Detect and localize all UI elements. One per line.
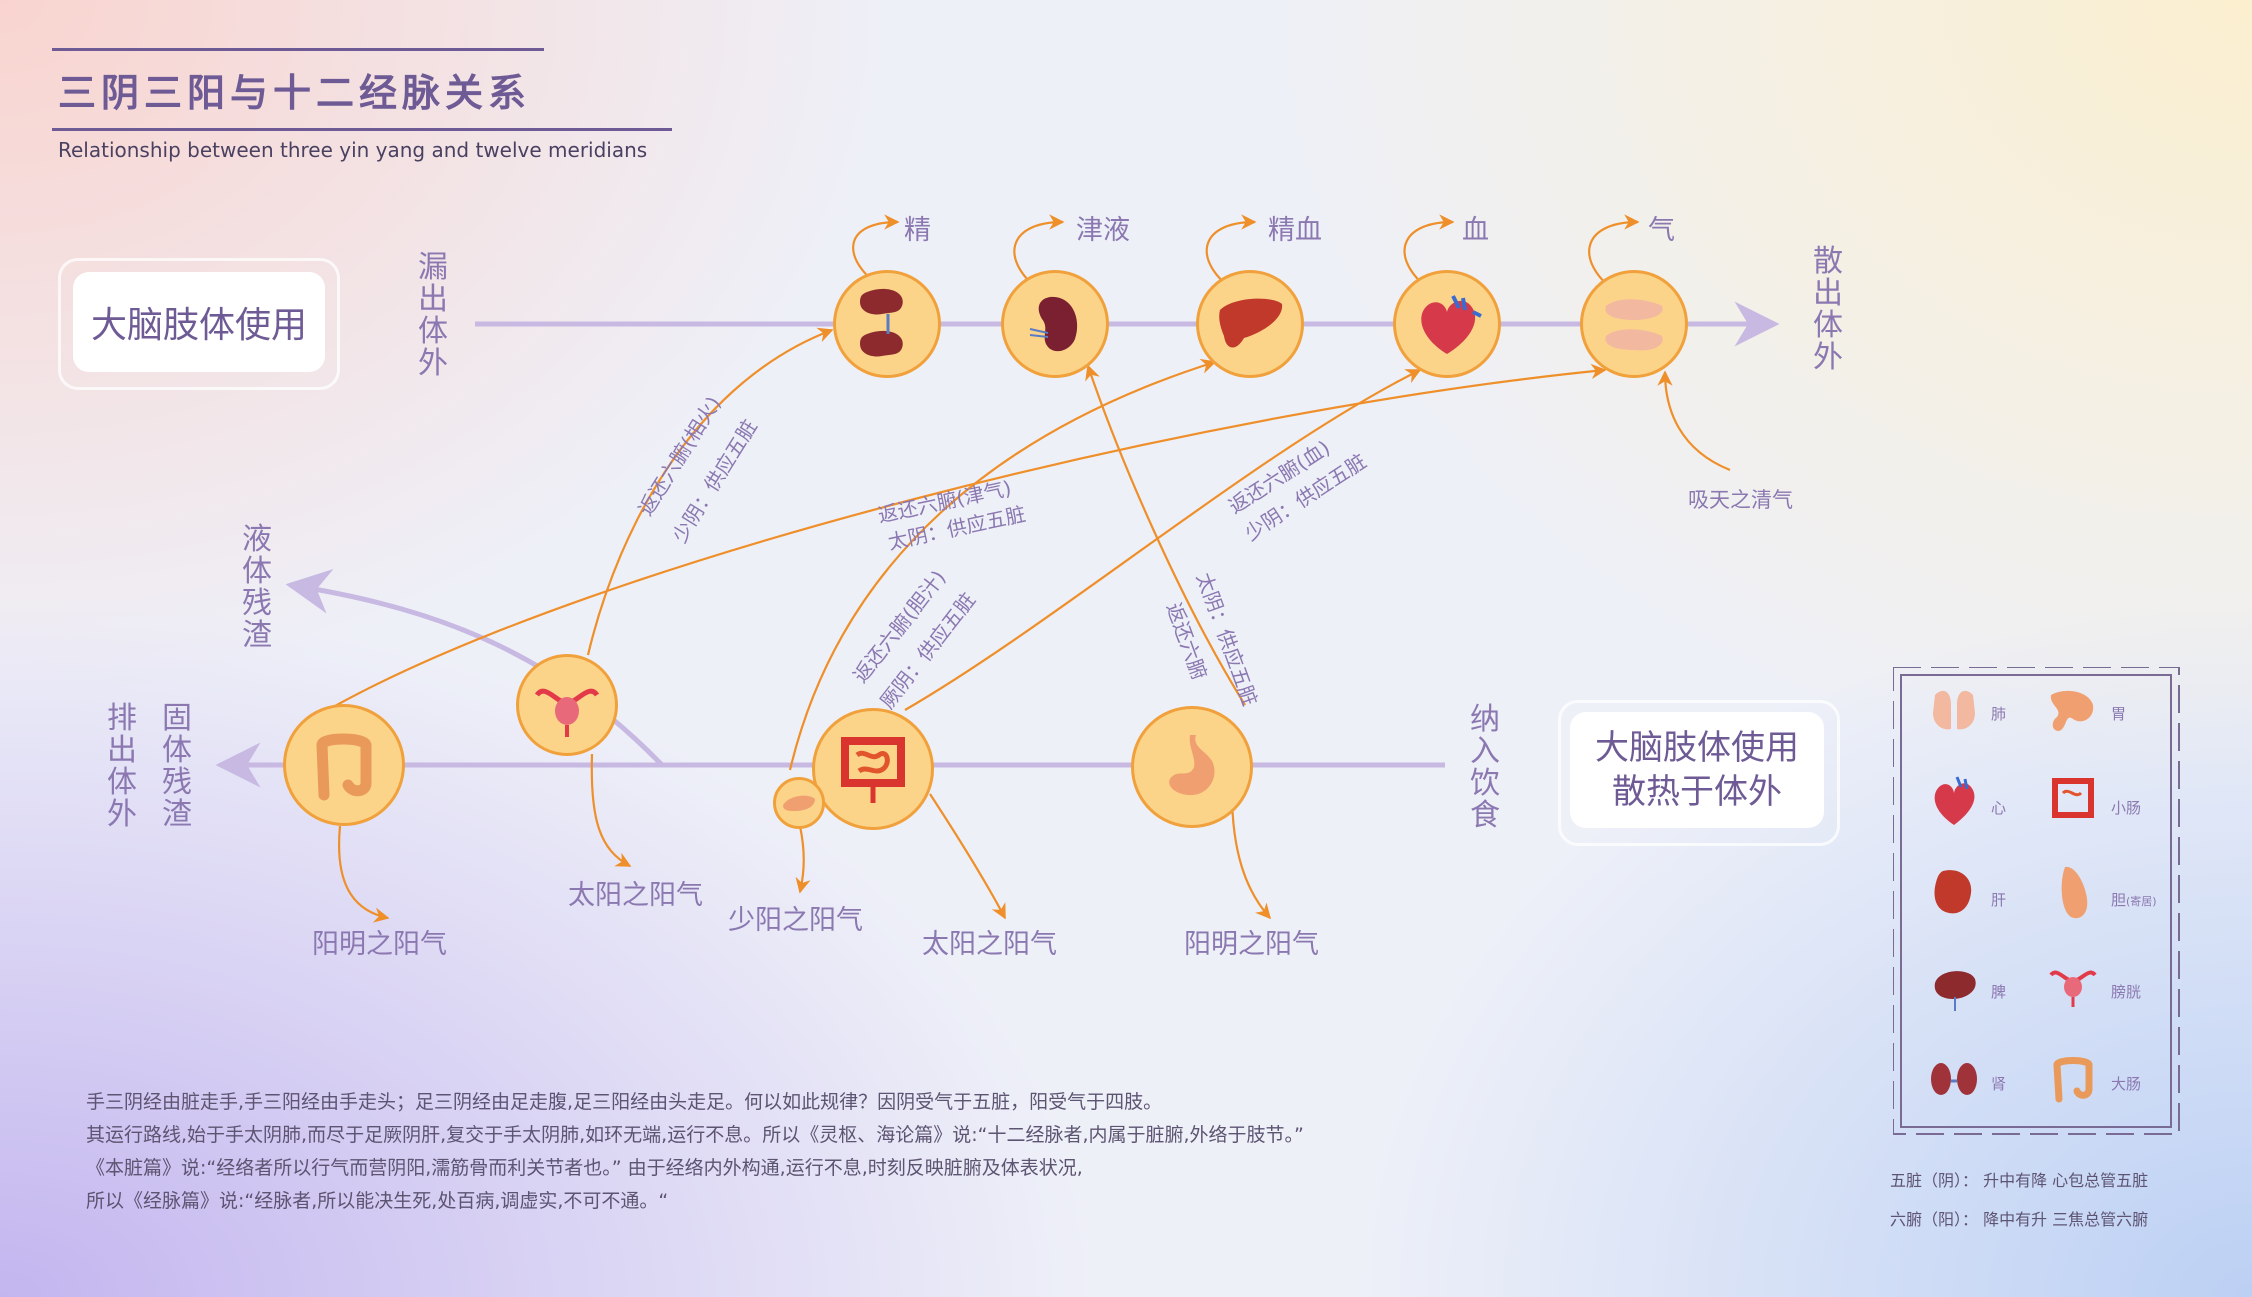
large-intestine-icon	[2053, 1057, 2093, 1103]
small-intestine-icon	[2052, 778, 2094, 818]
label-excrete-out: 排出体外	[107, 701, 137, 832]
page-title: 三阴三阳与十二经脉关系	[58, 71, 532, 115]
title-rule-top	[52, 48, 544, 51]
paragraph-line: 手三阴经由脏走手,手三阳经由手走头；足三阴经由足走腹,足三阳经由头走足。何以如此…	[86, 1091, 1163, 1113]
paragraph-line: 其运行路线,始于手太阴肺,而尽于足厥阴肝,复交于手太阴肺,如环无端,运行不息。所…	[86, 1124, 1304, 1146]
arrow-yangming-left	[338, 825, 390, 923]
spleen-icon	[1029, 296, 1078, 352]
route-small-liver	[788, 358, 1217, 771]
legend-label-lung: 肺	[1991, 705, 2007, 723]
label-yangming-left: 阳明之阳气	[312, 929, 447, 960]
brain-box-left-frame	[58, 258, 340, 390]
paragraph-line: 所以《经脉篇》说:“经脉者,所以能决生死,处百病,调虚实,不可不通。“	[86, 1190, 669, 1212]
organ-heart	[1393, 270, 1501, 378]
brain-box-right-frame	[1558, 700, 1840, 846]
legend-label-liver: 肝	[1991, 891, 2007, 909]
arrow-taiyang-right	[929, 793, 1006, 920]
arrow-taiyang-left	[590, 753, 632, 867]
gallbladder-icon	[2061, 866, 2088, 919]
legend-gallbladder-name: 胆	[2111, 891, 2127, 909]
organ-bladder	[516, 654, 618, 756]
label-intake-food: 纳入饮食	[1470, 702, 1500, 833]
small-intestine-icon	[841, 737, 905, 803]
liver-icon	[1934, 870, 1972, 914]
stomach-icon	[2050, 690, 2094, 731]
route-small-heart	[904, 369, 1422, 711]
lung-icon	[1933, 690, 1975, 730]
label-jingxue: 精血	[1268, 215, 1322, 246]
legend-frame	[1893, 667, 2180, 1135]
label-qi: 气	[1648, 215, 1675, 246]
label-solid-residue: 固体残渣	[162, 701, 192, 832]
organ-large-intestine	[283, 704, 405, 826]
legend-label-large-intestine: 大肠	[2111, 1075, 2142, 1093]
label-yangming-right: 阳明之阳气	[1184, 929, 1319, 960]
liquid-residue-arrow	[285, 569, 664, 767]
liver-icon	[1219, 298, 1283, 348]
kidney-icon	[860, 288, 903, 357]
bladder-icon	[2049, 970, 2097, 1007]
legend-label-spleen: 脾	[1991, 983, 2007, 1001]
label-inhale: 吸天之清气	[1688, 488, 1793, 512]
label-liquid-residue: 液体残渣	[242, 522, 272, 653]
arrow-inhale	[1657, 370, 1731, 472]
label-shaoyang: 少阳之阳气	[728, 905, 863, 936]
heart-icon	[1934, 776, 1975, 825]
legend-note-fu: 六腑（阳）： 降中有升 三焦总管六腑	[1890, 1210, 2149, 1229]
arrow-shaoyang	[795, 825, 811, 894]
organ-lung	[1580, 270, 1688, 378]
stomach-icon	[1169, 735, 1215, 796]
organ-spleen	[1001, 270, 1109, 378]
legend-label-bladder: 膀胱	[2111, 983, 2142, 1001]
legend-label-gallbladder: 胆(寄居)	[2111, 889, 2157, 910]
label-xue: 血	[1462, 215, 1489, 246]
title-rule-bottom	[52, 128, 672, 131]
description-paragraph: 手三阴经由脏走手,手三阳经由手走头；足三阴经由足走腹,足三阳经由头走足。何以如此…	[86, 1086, 1304, 1218]
bladder-icon	[534, 688, 600, 737]
lung-icon	[1605, 299, 1663, 351]
organ-kidney	[833, 270, 941, 378]
route-colon-lung	[334, 363, 1607, 707]
organ-liver	[1196, 270, 1304, 378]
kidney-icon	[1931, 1063, 1977, 1095]
route-stomach-spleen	[1085, 364, 1246, 706]
label-disperse-out: 散出体外	[1813, 244, 1843, 375]
legend-note-zang: 五脏（阴）： 升中有降 心包总管五脏	[1890, 1171, 2149, 1190]
route-bladder-kidney	[586, 327, 834, 656]
page-subtitle: Relationship between three yin yang and …	[58, 138, 648, 162]
legend-label-kidney: 肾	[1991, 1075, 2007, 1093]
arrow-yangming-right	[1230, 791, 1272, 920]
brain-box-left: 大脑肢体使用	[73, 272, 325, 372]
legend-label-small-intestine: 小肠	[2111, 799, 2142, 817]
label-leak-out: 漏出体外	[418, 250, 448, 381]
gallbladder-icon	[783, 795, 815, 811]
label-jinye: 津液	[1076, 215, 1130, 246]
brain-box-right: 大脑肢体使用 散热于体外	[1570, 712, 1824, 828]
paragraph-line: 《本脏篇》说:“经络者所以行气而营阴阳,濡筋骨而利关节者也。” 由于经络内外构通…	[86, 1157, 1083, 1179]
label-taiyang-right: 太阳之阳气	[922, 929, 1057, 960]
brain-box-right-line2: 散热于体外	[1612, 772, 1782, 812]
label-jing: 精	[904, 215, 931, 246]
legend-label-heart: 心	[1991, 799, 2007, 817]
legend-gallbladder-note: (寄居)	[2126, 895, 2157, 908]
organ-gallbladder	[773, 777, 825, 829]
large-intestine-icon	[316, 733, 372, 801]
organ-small-intestine	[812, 708, 934, 830]
label-taiyang-left: 太阳之阳气	[568, 880, 703, 911]
spleen-icon	[1934, 971, 1976, 1011]
heart-icon	[1421, 295, 1482, 354]
brain-box-right-line1: 大脑肢体使用	[1595, 728, 1799, 768]
organ-stomach	[1131, 706, 1253, 828]
organ-legend: 肺 心 肝 脾 肾 胃 小肠 胆(寄居) 膀胱 大肠	[1893, 667, 2180, 1135]
legend-label-stomach: 胃	[2111, 705, 2127, 723]
